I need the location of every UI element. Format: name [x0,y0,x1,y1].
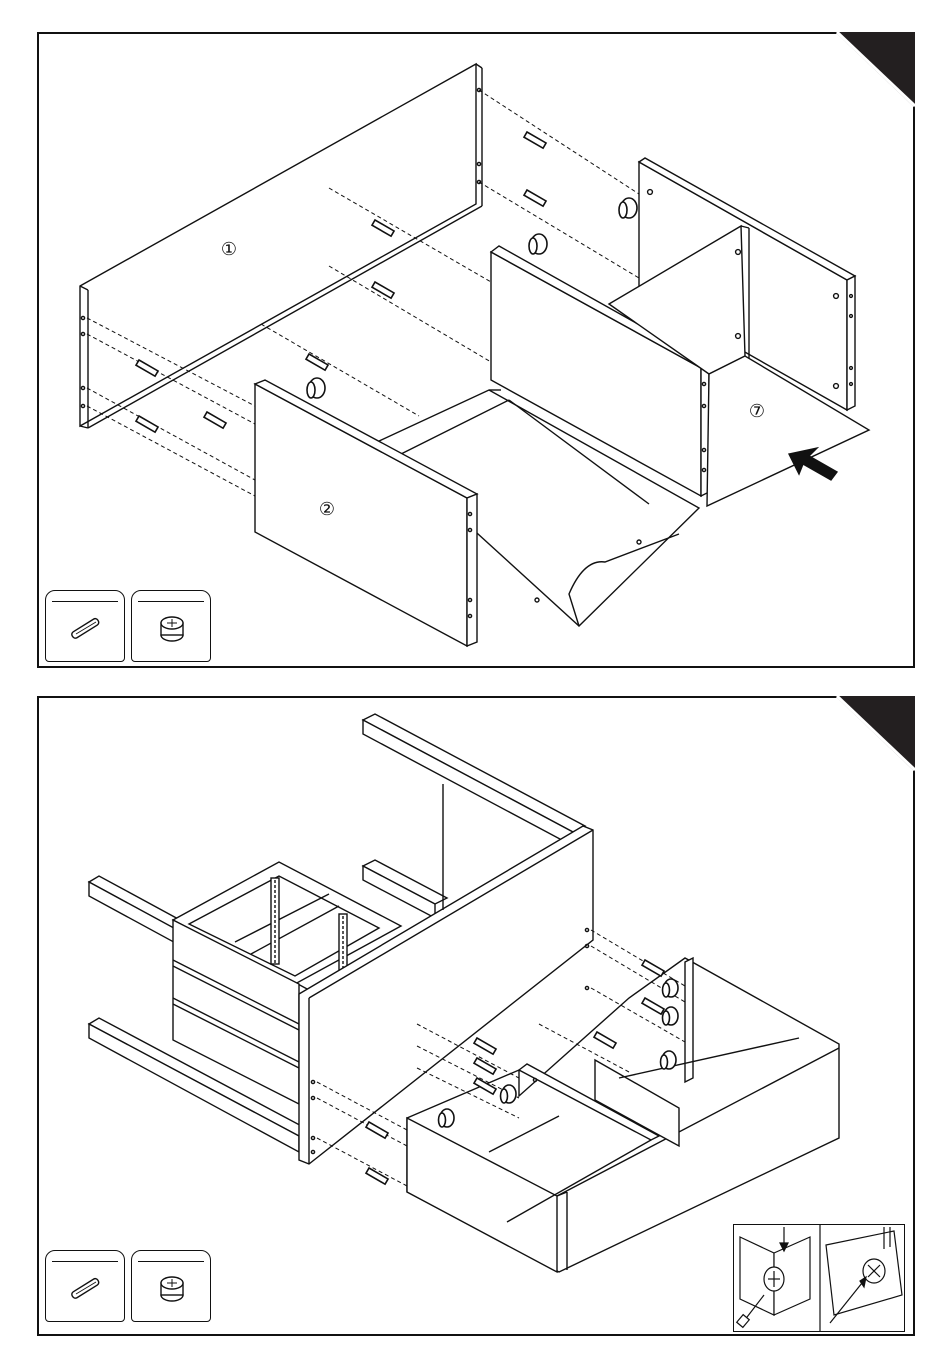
step-1-panel: ① ② ⑦ [37,32,915,668]
step-2-panel [37,696,915,1336]
hardware-dowel-box [45,1250,125,1322]
part-label-top: ① [217,240,241,258]
screwdriver-instruction-icon [734,1225,904,1331]
insert-arrow-icon [789,448,837,480]
hardware-dowel-box [45,590,125,662]
step-1-illustration [39,34,913,666]
hardware-cam-lock-box [131,1250,211,1322]
hardware-cam-lock-box [131,590,211,662]
panel-top-board [80,64,482,428]
part-label-back: ⑦ [745,402,769,420]
part-label-side: ② [315,500,339,518]
screwdriver-instruction-inset [733,1224,905,1332]
